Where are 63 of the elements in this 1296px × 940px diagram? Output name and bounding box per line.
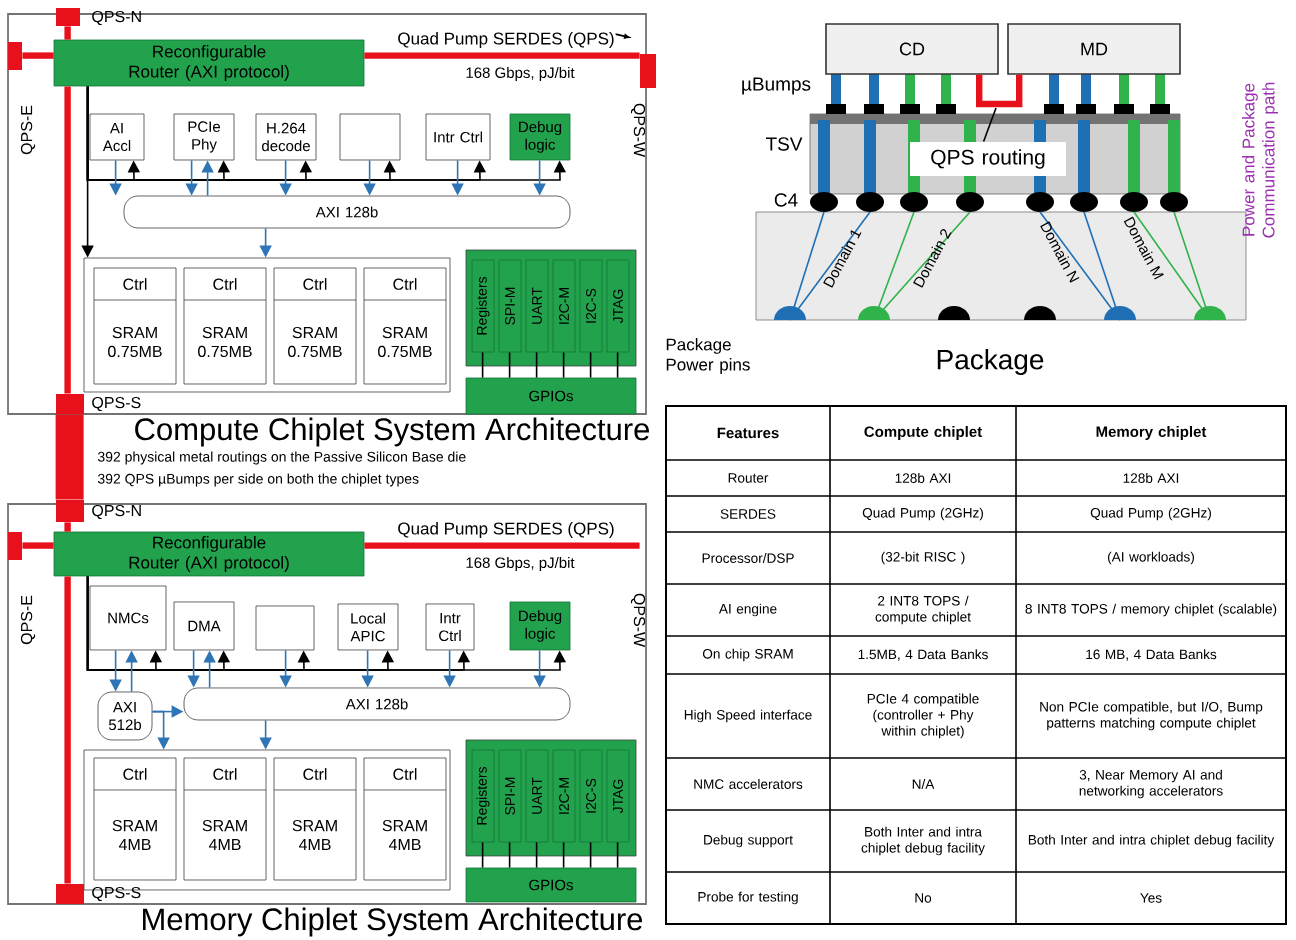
edge-label: Quad Pump SERDES (QPS) [396,521,616,539]
node-label: Memory Chiplet System Architecture [143,907,643,937]
qps-link [976,74,1023,108]
connector-line [589,351,592,379]
sram-bank: Ctrl SRAM 0.75MB [183,267,267,385]
node-label: QPS-S [92,886,141,902]
routing-label: QPS routing [910,142,1066,176]
connector-line [508,351,511,379]
connector-line [562,841,565,869]
node-label: QPS-W [630,103,646,158]
connector-line [589,841,592,869]
node-label: QPS-N [92,10,141,26]
part-label: Package [937,348,1044,376]
qps-pad: QPS-W [630,54,656,158]
connector-line [508,841,511,869]
qps-pad: QPS-W [630,593,646,648]
qps-pad: QPS-S [56,394,141,414]
node-label: Compute Chiplet System Architecture [135,417,649,447]
node-label: QPS-N [92,504,141,520]
connector-line [616,351,619,379]
part-label: C4 [774,193,798,207]
qps-link [64,86,71,394]
qps-pad: QPS-N [56,8,141,26]
qps-link [64,576,71,884]
part-label: Power and Package Communication path [1242,82,1278,238]
sram-bank: Ctrl SRAM 0.75MB [273,267,357,385]
connector-line [562,351,565,379]
router-box: Reconfigurable Router (AXI protocol) [53,39,365,87]
sram-bank: Ctrl SRAM 0.75MB [363,267,447,385]
connector-line [535,351,538,379]
sram-bank: Ctrl SRAM 4MB [363,757,447,881]
qps-link [364,542,640,549]
node-label: QPS-E [20,105,36,155]
edge-label: Quad Pump SERDES (QPS) [396,31,616,49]
die-box: CD [825,23,999,75]
sram-bank: Ctrl SRAM 0.75MB [93,267,177,385]
qps-pad: QPS-N [56,500,141,522]
part-label: µBumps [742,77,811,95]
module-box [339,113,401,161]
part-label: TSV [765,137,803,151]
node-label: QPS-S [92,396,141,412]
sram-bank: Ctrl SRAM 4MB [183,757,267,881]
qps-pad: QPS-S [56,884,141,904]
qps-link [22,52,54,59]
qps-link [55,414,84,500]
qps-link [22,542,54,549]
node-label: QPS-E [20,595,36,645]
leader-line [982,107,997,143]
qps-link [64,26,71,40]
sram-bank: Ctrl SRAM 4MB [273,757,357,881]
connector-line [535,841,538,869]
sram-bank: Ctrl SRAM 4MB [93,757,177,881]
qps-pad: QPS-E [8,532,36,645]
qps-pad: QPS-E [8,42,36,155]
connector-line [481,841,484,869]
qps-link [364,52,640,59]
die-box: MD [1007,23,1181,75]
connector-line [616,841,619,869]
connector-line [481,351,484,379]
module-box [255,605,315,651]
qps-link [64,522,71,532]
part-label: Package Power pins [666,338,750,374]
router-box: Reconfigurable Router (AXI protocol) [53,531,365,577]
